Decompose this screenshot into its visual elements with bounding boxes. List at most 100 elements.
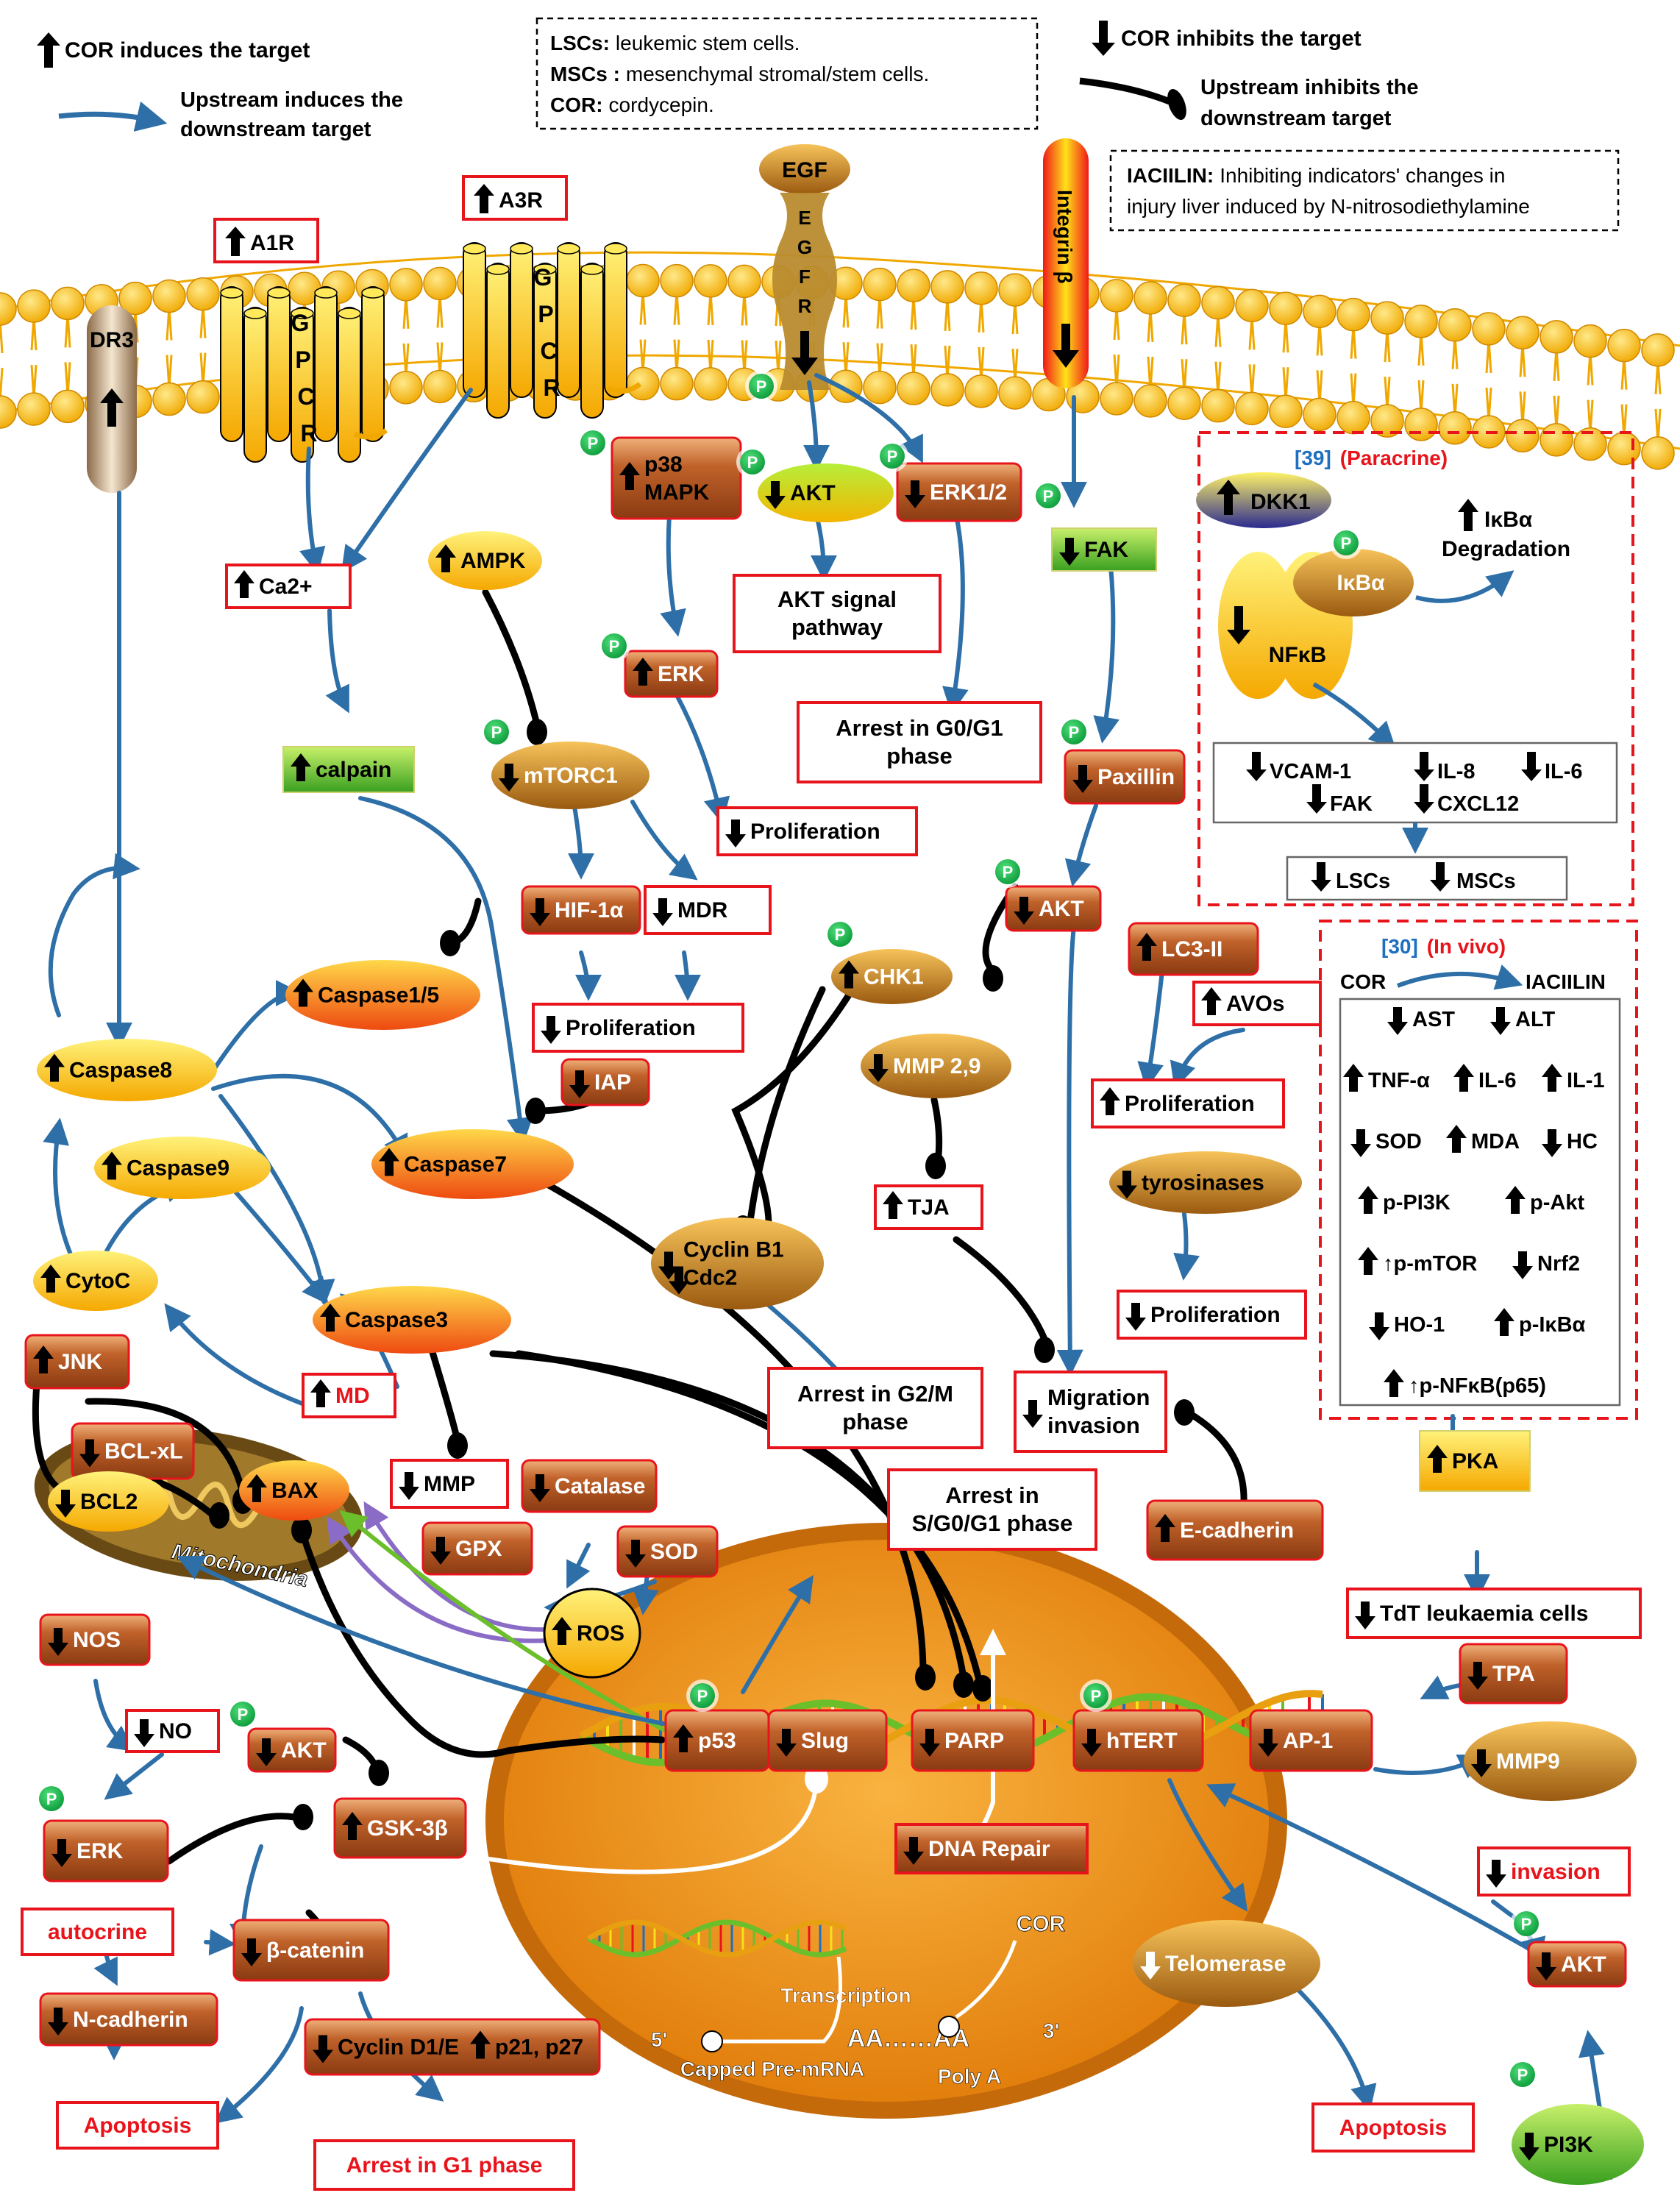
down-arrow-icon [1350,1129,1371,1157]
no-box: NO [125,1709,220,1753]
mmp-box: MMP [390,1459,509,1509]
ncadherin-node-label: N-cadherin [73,2008,188,2032]
ros-node-label: ROS [577,1621,624,1646]
down-arrow-icon [313,2035,333,2063]
svg-text:[39](Paracrine): [39](Paracrine) [1295,447,1448,469]
down-arrow-icon [1246,752,1267,781]
arrest-g2m-box-label: phase [842,1409,908,1435]
down-arrow-icon [256,1738,277,1766]
gpcr-a3r: A3R G P C R [462,175,642,419]
up-arrow-icon [100,388,124,427]
svg-text:C: C [540,338,557,364]
invivo-marker: Nrf2 [1537,1252,1580,1276]
down-arrow-icon [1512,1251,1533,1279]
akt-pathway-box-label: pathway [791,614,883,640]
svg-text:EGF: EGF [782,158,827,182]
svg-text:3': 3' [1043,2019,1059,2042]
svg-text:Poly A: Poly A [938,2065,1001,2088]
svg-text:G: G [797,236,812,258]
down-arrow-icon [399,1472,419,1500]
cytoc-node: CytoC [33,1251,158,1311]
svg-text:IκBα: IκBα [1336,571,1385,595]
svg-text:P: P [887,447,898,466]
tpa-node-label: TPA [1492,1662,1535,1686]
ecadherin-node: E-cadherin [1146,1499,1324,1561]
down-arrow-icon [1072,765,1093,793]
down-arrow-icon [765,481,786,509]
svg-text:VCAM-1: VCAM-1 [1270,760,1351,783]
pka-node: PKA [1419,1430,1531,1492]
lc3-node-label: LC3-II [1161,937,1222,961]
cytoc-node-label: CytoC [65,1269,130,1293]
arrest-g1-box-label: Arrest in G1 phase [346,2153,543,2178]
akt-pathway-box-label: AKT signal [777,586,897,612]
dr3-receptor: DR3 [87,305,137,493]
legend-upstream-inhibits-1: Upstream inhibits the [1200,76,1419,99]
down-arrow-icon [51,1839,72,1867]
erk-p38-node-label: ERK [658,662,705,686]
up-arrow-icon [435,544,456,572]
down-arrow-icon [1414,784,1434,814]
svg-text:FAK: FAK [1330,792,1373,816]
apoptosis-left-box: Apoptosis [56,2101,219,2150]
akt-pax-node: AKT [1005,885,1102,932]
invivo-marker: TNF-α [1368,1069,1430,1092]
apoptosis-right-box: Apoptosis [1311,2102,1475,2153]
up-arrow-icon [1542,1064,1562,1092]
phospho-badge: P [686,1679,719,1712]
svg-text:NFκB: NFκB [1269,643,1326,667]
phospho-badge: P [227,1698,259,1730]
invivo-marker: ↑p-mTOR [1383,1252,1477,1276]
erk-p38-node: ERK [624,650,719,698]
down-arrow-icon [1542,1129,1562,1157]
htert-node-label: hTERT [1106,1729,1178,1753]
migration-box-label: Migration [1047,1384,1150,1410]
down-arrow-icon [1140,1952,1161,1980]
up-arrow-icon [633,658,653,686]
iap-node: IAP [560,1058,650,1106]
p38-node-label: MAPK [644,480,710,505]
up-arrow-icon [1201,987,1222,1015]
bax-node-label: BAX [271,1479,318,1503]
down-arrow-icon [776,1729,797,1757]
invasion-box: invasion [1477,1846,1631,1896]
ca2-node: Ca2+ [225,564,352,609]
svg-text:P: P [1003,863,1014,881]
down-arrow-icon [430,1537,451,1565]
down-arrow-icon [530,1474,550,1502]
up-arrow-icon [291,753,311,781]
up-arrow-icon [474,184,494,213]
up-arrow-icon [1458,499,1478,531]
apoptosis-left-box-label: Apoptosis [84,2114,192,2138]
paracrine-targets: VCAM-1 IL-8 IL-6 FAK CXCL12 [1246,752,1583,816]
phospho-badge: P [577,427,609,459]
fak-node-label: FAK [1084,538,1128,562]
up-arrow-icon [1384,1369,1404,1397]
cyclinb1-node-label: Cyclin B1 [683,1238,784,1262]
calpain-node: calpain [282,746,415,793]
up-arrow-icon [40,1265,61,1293]
up-arrow-icon [342,1812,363,1840]
svg-text:LSCs:leukemic stem cells.: LSCs:leukemic stem cells. [550,32,800,54]
phospho-badge: P [1330,527,1362,559]
inhibit-cap-icon [1167,88,1186,121]
down-arrow-icon [530,898,550,926]
svg-text:P: P [1521,1915,1532,1933]
arrest-sg0g1-box-label: Arrest in [945,1482,1039,1508]
invivo-marker: HO-1 [1394,1313,1445,1337]
paxillin-node-label: Paxillin [1097,765,1175,789]
egfr-receptor: EGF E G F R [759,144,850,390]
bcatenin-node: β-catenin [232,1919,390,1982]
tja-box: TJA [874,1184,983,1230]
chk1-node-label: CHK1 [864,965,924,989]
md-box-label: MD [335,1384,370,1408]
down-arrow-icon [569,1070,590,1098]
paxillin-node: Paxillin [1064,749,1186,805]
ap1-node-label: AP-1 [1283,1729,1333,1753]
nucleus [485,1523,1324,2119]
